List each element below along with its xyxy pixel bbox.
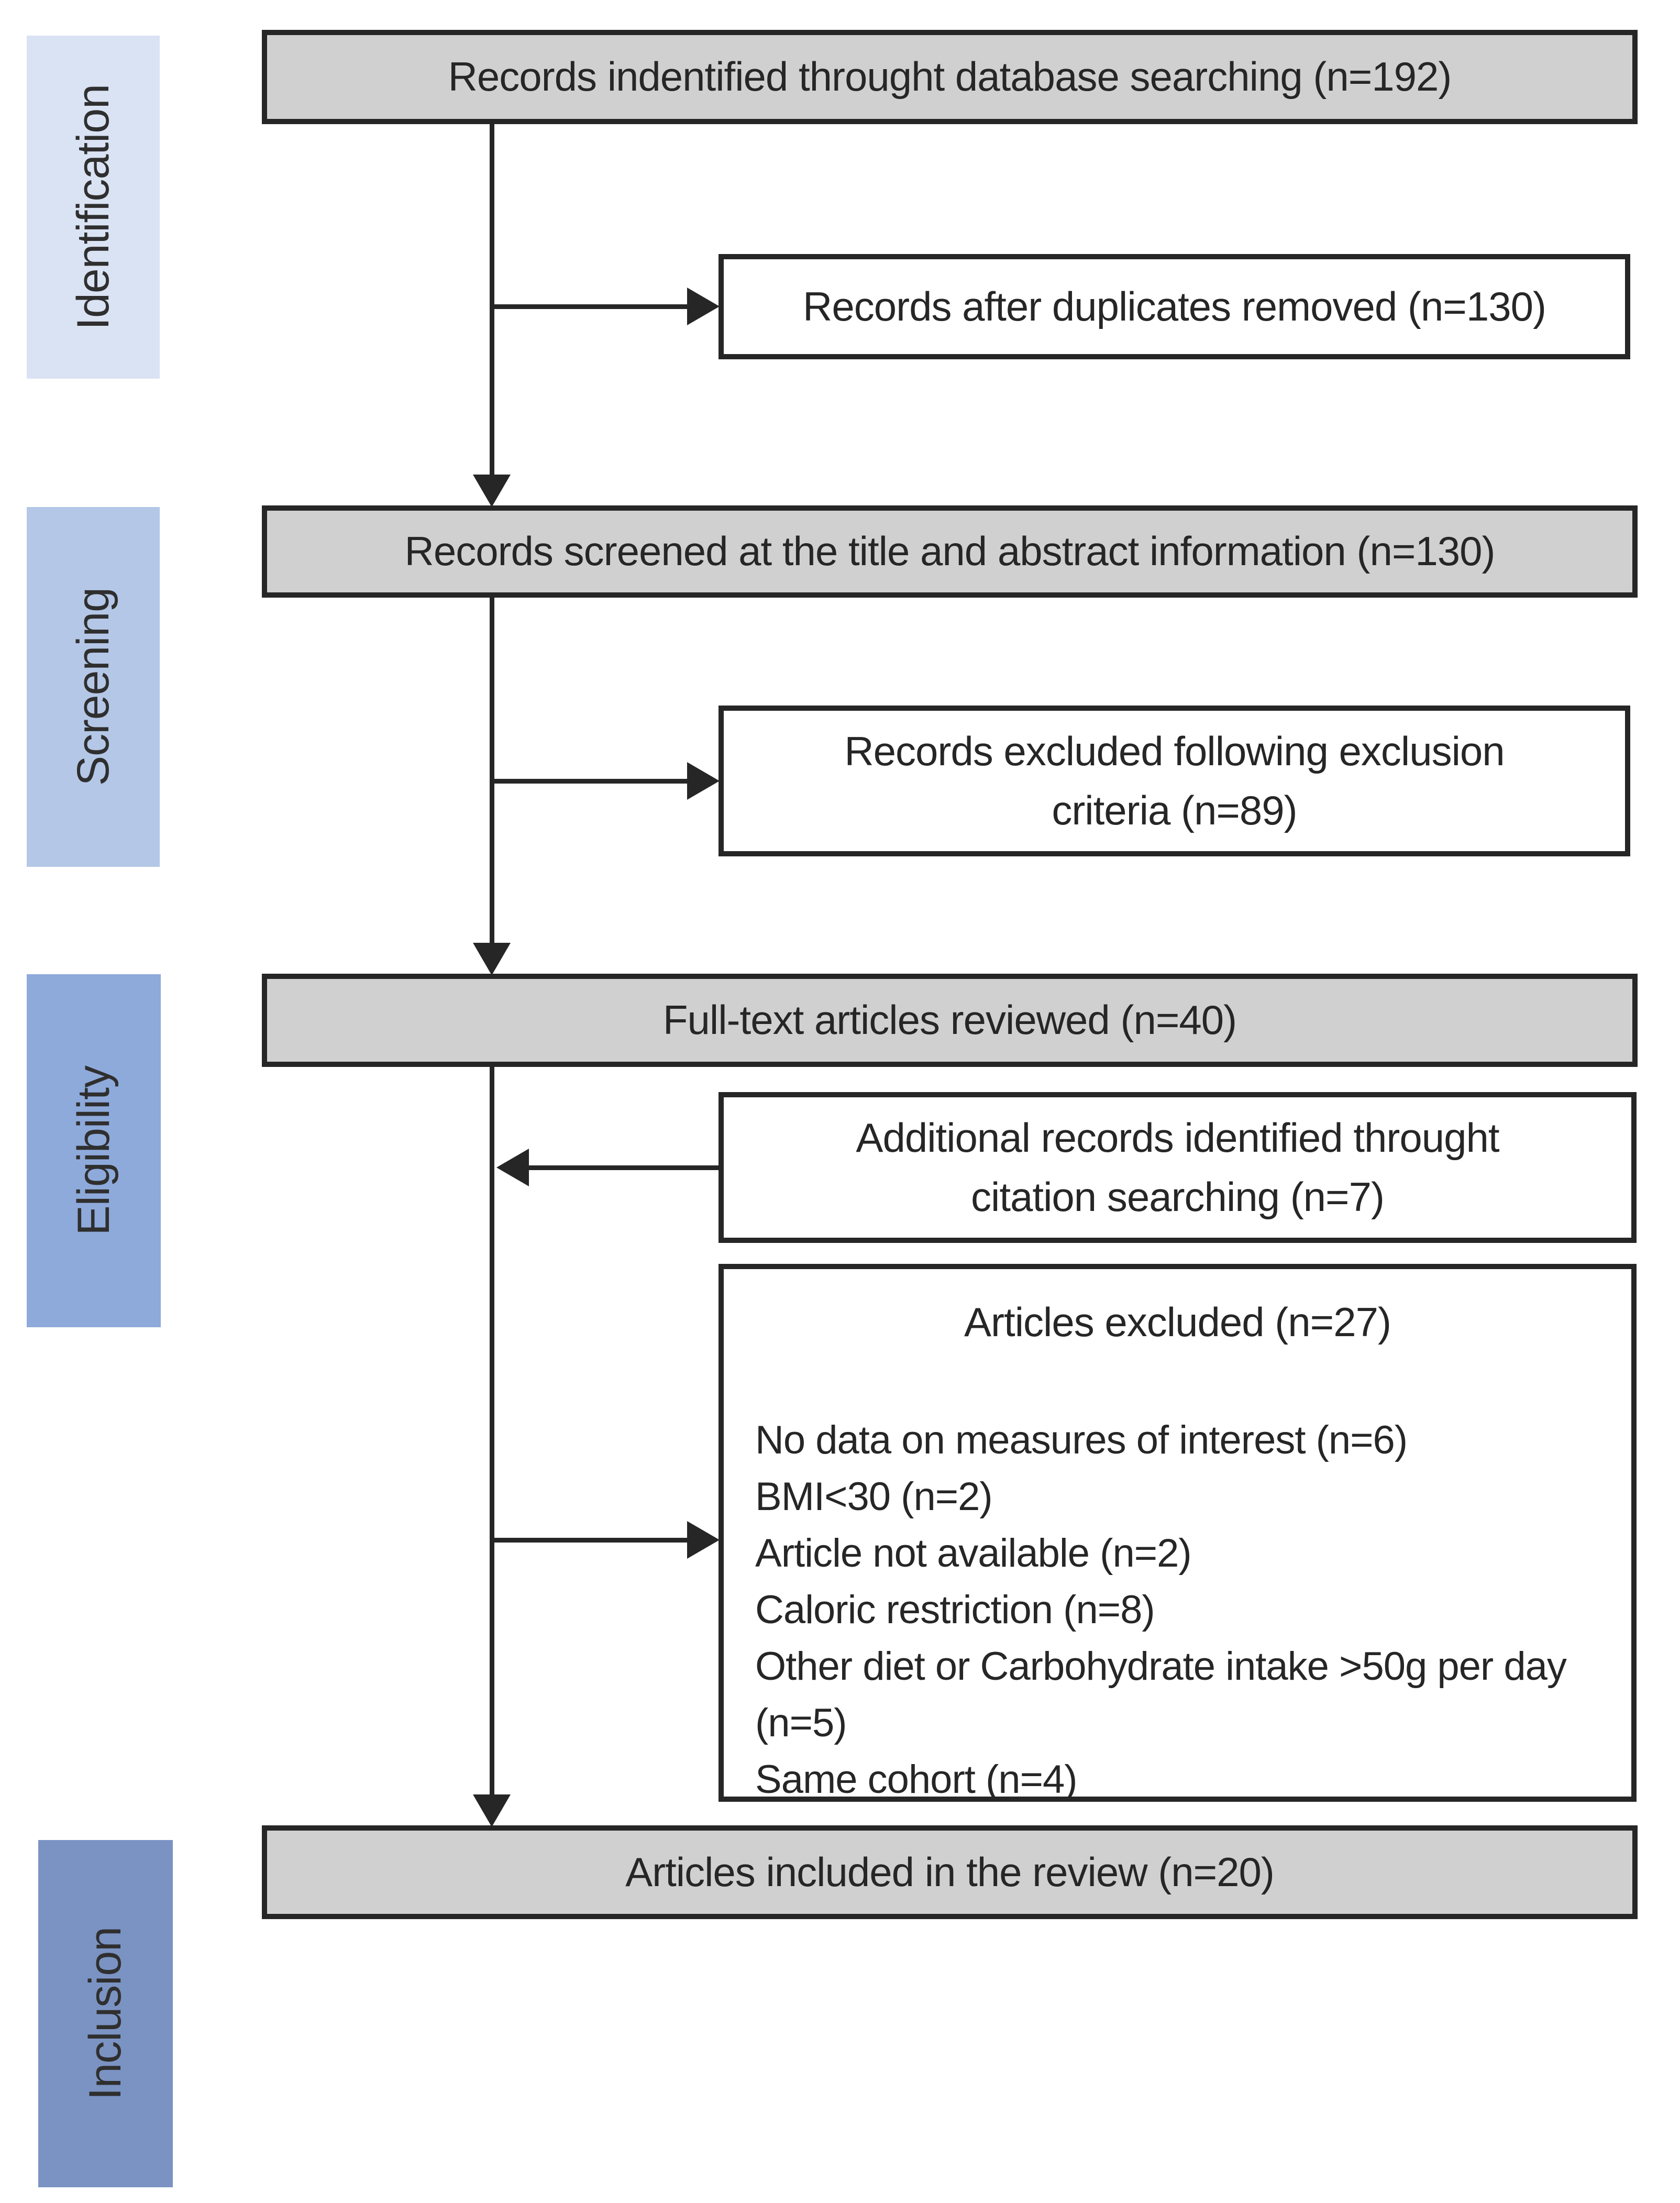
connector-line-fulltext-to-included [490, 1067, 494, 1796]
articles-excluded-title: Articles excluded (n=27) [964, 1299, 1391, 1345]
box-records-excluded-line1: Records excluded following exclusion [844, 728, 1505, 774]
excluded-item: Caloric restriction (n=8) [755, 1587, 1155, 1632]
excluded-item: Same cohort (n=4) [755, 1757, 1078, 1802]
arrowhead-down-to-screened [473, 475, 511, 507]
box-duplicates-removed-label: Records after duplicates removed (n=130) [803, 283, 1546, 329]
box-additional-records-line2: citation searching (n=7) [971, 1174, 1385, 1220]
box-articles-included-label: Articles included in the review (n=20) [625, 1848, 1275, 1895]
connector-line-to-excluded-criteria [492, 779, 689, 784]
box-records-excluded: Records excluded following exclusion cri… [719, 706, 1630, 856]
stage-screening-label: Screening [68, 588, 118, 786]
box-articles-excluded: Articles excluded (n=27) No data on meas… [719, 1264, 1637, 1802]
stage-eligibility: Eligibility [27, 974, 161, 1327]
arrowhead-right-to-excluded-criteria [687, 762, 720, 800]
arrowhead-down-to-included [473, 1794, 511, 1827]
box-fulltext-reviewed-label: Full-text articles reviewed (n=40) [662, 997, 1237, 1043]
box-records-screened: Records screened at the title and abstra… [262, 505, 1638, 598]
stage-identification-label: Identification [68, 84, 118, 330]
stage-inclusion: Inclusion [38, 1840, 173, 2187]
box-records-excluded-line2: criteria (n=89) [1052, 787, 1297, 833]
connector-line-additional-to-flow [528, 1165, 719, 1170]
connector-line-identified-to-screened [490, 124, 494, 478]
arrowhead-right-to-duplicates [687, 288, 720, 325]
box-records-identified: Records indentified throught database se… [262, 30, 1638, 124]
box-duplicates-removed: Records after duplicates removed (n=130) [719, 254, 1630, 359]
box-records-identified-label: Records indentified throught database se… [448, 53, 1452, 100]
arrowhead-left-from-additional [496, 1149, 529, 1186]
connector-line-to-duplicates [492, 304, 689, 309]
arrowhead-down-to-fulltext [473, 943, 511, 975]
articles-excluded-list: No data on measures of interest (n=6) BM… [724, 1412, 1631, 1808]
excluded-item: No data on measures of interest (n=6) [755, 1418, 1408, 1463]
connector-line-screened-to-fulltext [490, 598, 494, 944]
excluded-item: BMI<30 (n=2) [755, 1474, 993, 1519]
stage-identification: Identification [27, 36, 160, 379]
stage-eligibility-label: Eligibility [68, 1066, 119, 1236]
stage-screening: Screening [27, 507, 160, 867]
excluded-item: Other diet or Carbohydrate intake >50g p… [755, 1644, 1567, 1745]
arrowhead-right-to-articles-excluded [687, 1521, 720, 1559]
excluded-item: Article not available (n=2) [755, 1530, 1192, 1576]
box-records-screened-label: Records screened at the title and abstra… [404, 528, 1495, 575]
stage-inclusion-label: Inclusion [80, 1927, 130, 2100]
box-articles-included: Articles included in the review (n=20) [262, 1825, 1638, 1919]
box-fulltext-reviewed: Full-text articles reviewed (n=40) [262, 974, 1638, 1067]
connector-line-to-articles-excluded [492, 1538, 689, 1543]
box-additional-records-line1: Additional records identified throught [856, 1114, 1499, 1161]
box-additional-records: Additional records identified throught c… [719, 1092, 1637, 1243]
